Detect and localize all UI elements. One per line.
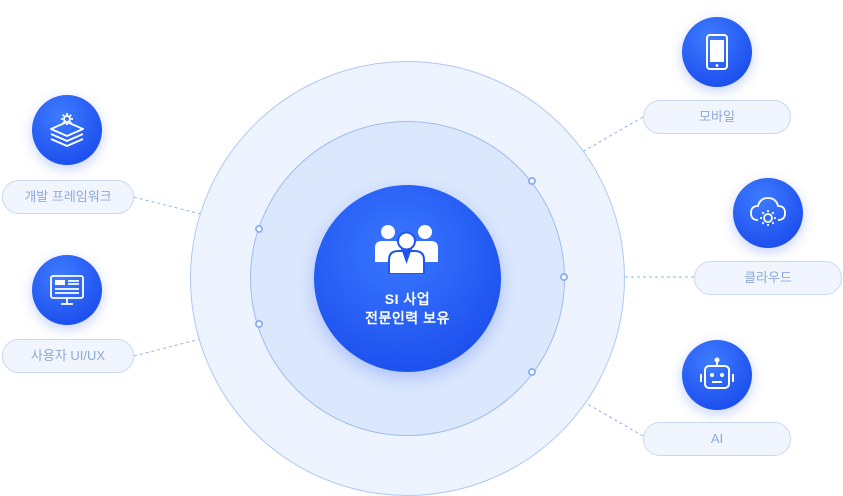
connector-dot-framework xyxy=(255,225,263,233)
center-subtitle: 전문인력 보유 xyxy=(365,310,450,326)
cloud-label-pill: 클라우드 xyxy=(694,261,842,295)
connector-dot-mobile xyxy=(528,177,536,185)
connector-dot-ui-ux xyxy=(255,320,263,328)
framework-label-pill: 개발 프레임워크 xyxy=(2,180,134,214)
layers-gear-icon xyxy=(50,113,84,147)
center-core: SI 사업 전문인력 보유 xyxy=(314,185,501,372)
connector-dot-ai xyxy=(528,368,536,376)
smartphone-icon xyxy=(706,34,728,70)
ai-node-icon xyxy=(682,340,752,410)
robot-icon xyxy=(700,357,734,389)
connector-dot-cloud xyxy=(560,273,568,281)
mobile-label-pill: 모바일 xyxy=(643,100,791,134)
cloud-node-icon xyxy=(733,178,803,248)
ai-label-pill: AI xyxy=(643,422,791,456)
team-people-icon xyxy=(375,225,438,274)
center-title: SI 사업 xyxy=(384,291,431,307)
ui-ux-label-pill: 사용자 UI/UX xyxy=(2,339,134,373)
cloud-gear-icon xyxy=(750,197,786,226)
framework-node-icon xyxy=(32,95,102,165)
mobile-node-icon xyxy=(682,17,752,87)
ui-ux-node-icon xyxy=(32,255,102,325)
monitor-icon xyxy=(50,275,84,305)
